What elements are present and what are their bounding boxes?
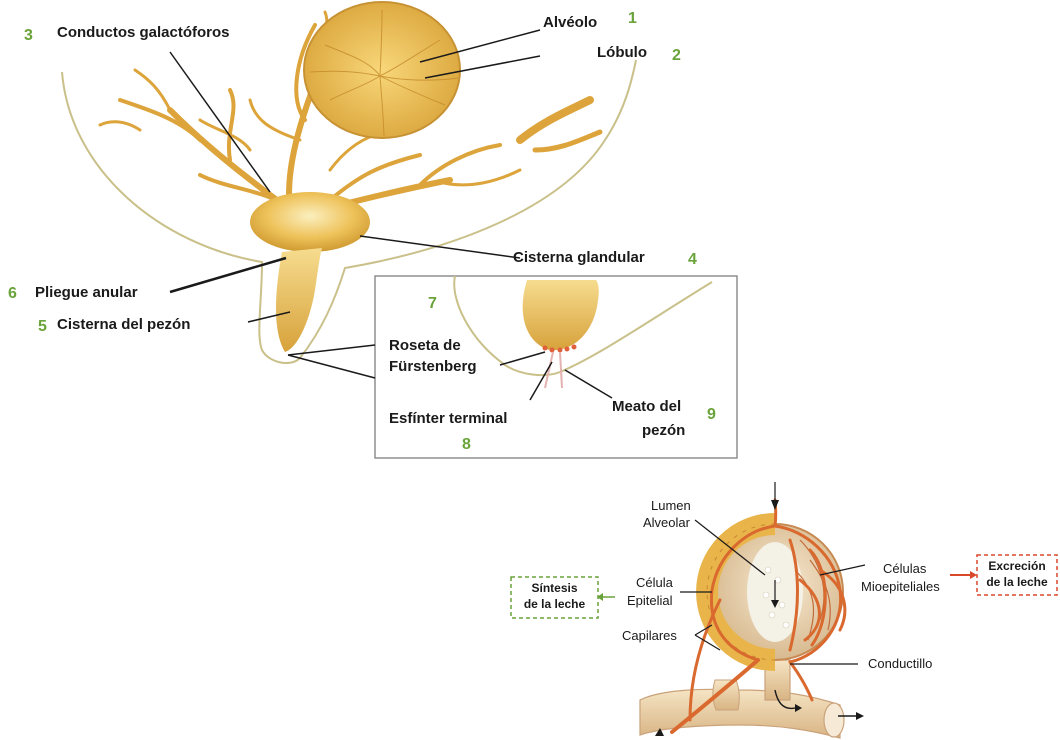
label-capilares: Capilares — [622, 627, 677, 644]
label-esfinter: Esfínter terminal — [389, 410, 507, 428]
label-lumen-2: Alveolar — [643, 514, 690, 531]
label-meato-2: pezón — [642, 422, 685, 440]
label-pliegue-anular: Pliegue anular — [35, 284, 138, 302]
number-9: 9 — [707, 406, 716, 424]
synthesis-box-label: Síntesis de la leche — [511, 577, 598, 618]
excretion-line-2: de la leche — [981, 574, 1053, 590]
number-2: 2 — [672, 47, 681, 65]
label-lobulo: Lóbulo — [597, 44, 647, 62]
number-6: 6 — [8, 285, 17, 303]
label-roseta-1: Roseta de — [389, 337, 461, 355]
label-conductos: Conductos galactóforos — [57, 24, 230, 42]
number-1: 1 — [628, 10, 637, 28]
label-cisterna-glandular: Cisterna glandular — [513, 249, 645, 267]
number-5: 5 — [38, 318, 47, 336]
inset-teat — [523, 280, 599, 350]
label-lumen-1: Lumen — [651, 497, 691, 514]
label-celula-1: Célula — [636, 574, 673, 591]
synthesis-line-2: de la leche — [515, 596, 594, 612]
number-7: 7 — [428, 295, 437, 313]
excretion-box-label: Excreción de la leche — [977, 555, 1057, 595]
label-conductillo: Conductillo — [868, 655, 932, 672]
label-alveolo: Alvéolo — [543, 14, 597, 32]
label-celulas-1: Células — [883, 560, 926, 577]
excretion-line-1: Excreción — [981, 558, 1053, 574]
synthesis-line-1: Síntesis — [515, 580, 594, 596]
number-8: 8 — [462, 436, 471, 454]
number-4: 4 — [688, 251, 697, 269]
label-roseta-2: Fürstenberg — [389, 358, 477, 376]
number-3: 3 — [24, 27, 33, 45]
label-celulas-2: Mioepiteliales — [861, 578, 940, 595]
udder-section — [62, 2, 737, 458]
label-meato-1: Meato del — [612, 398, 681, 416]
gland-cistern — [250, 192, 370, 252]
label-celula-2: Epitelial — [627, 592, 673, 609]
label-cisterna-pezon: Cisterna del pezón — [57, 316, 190, 334]
